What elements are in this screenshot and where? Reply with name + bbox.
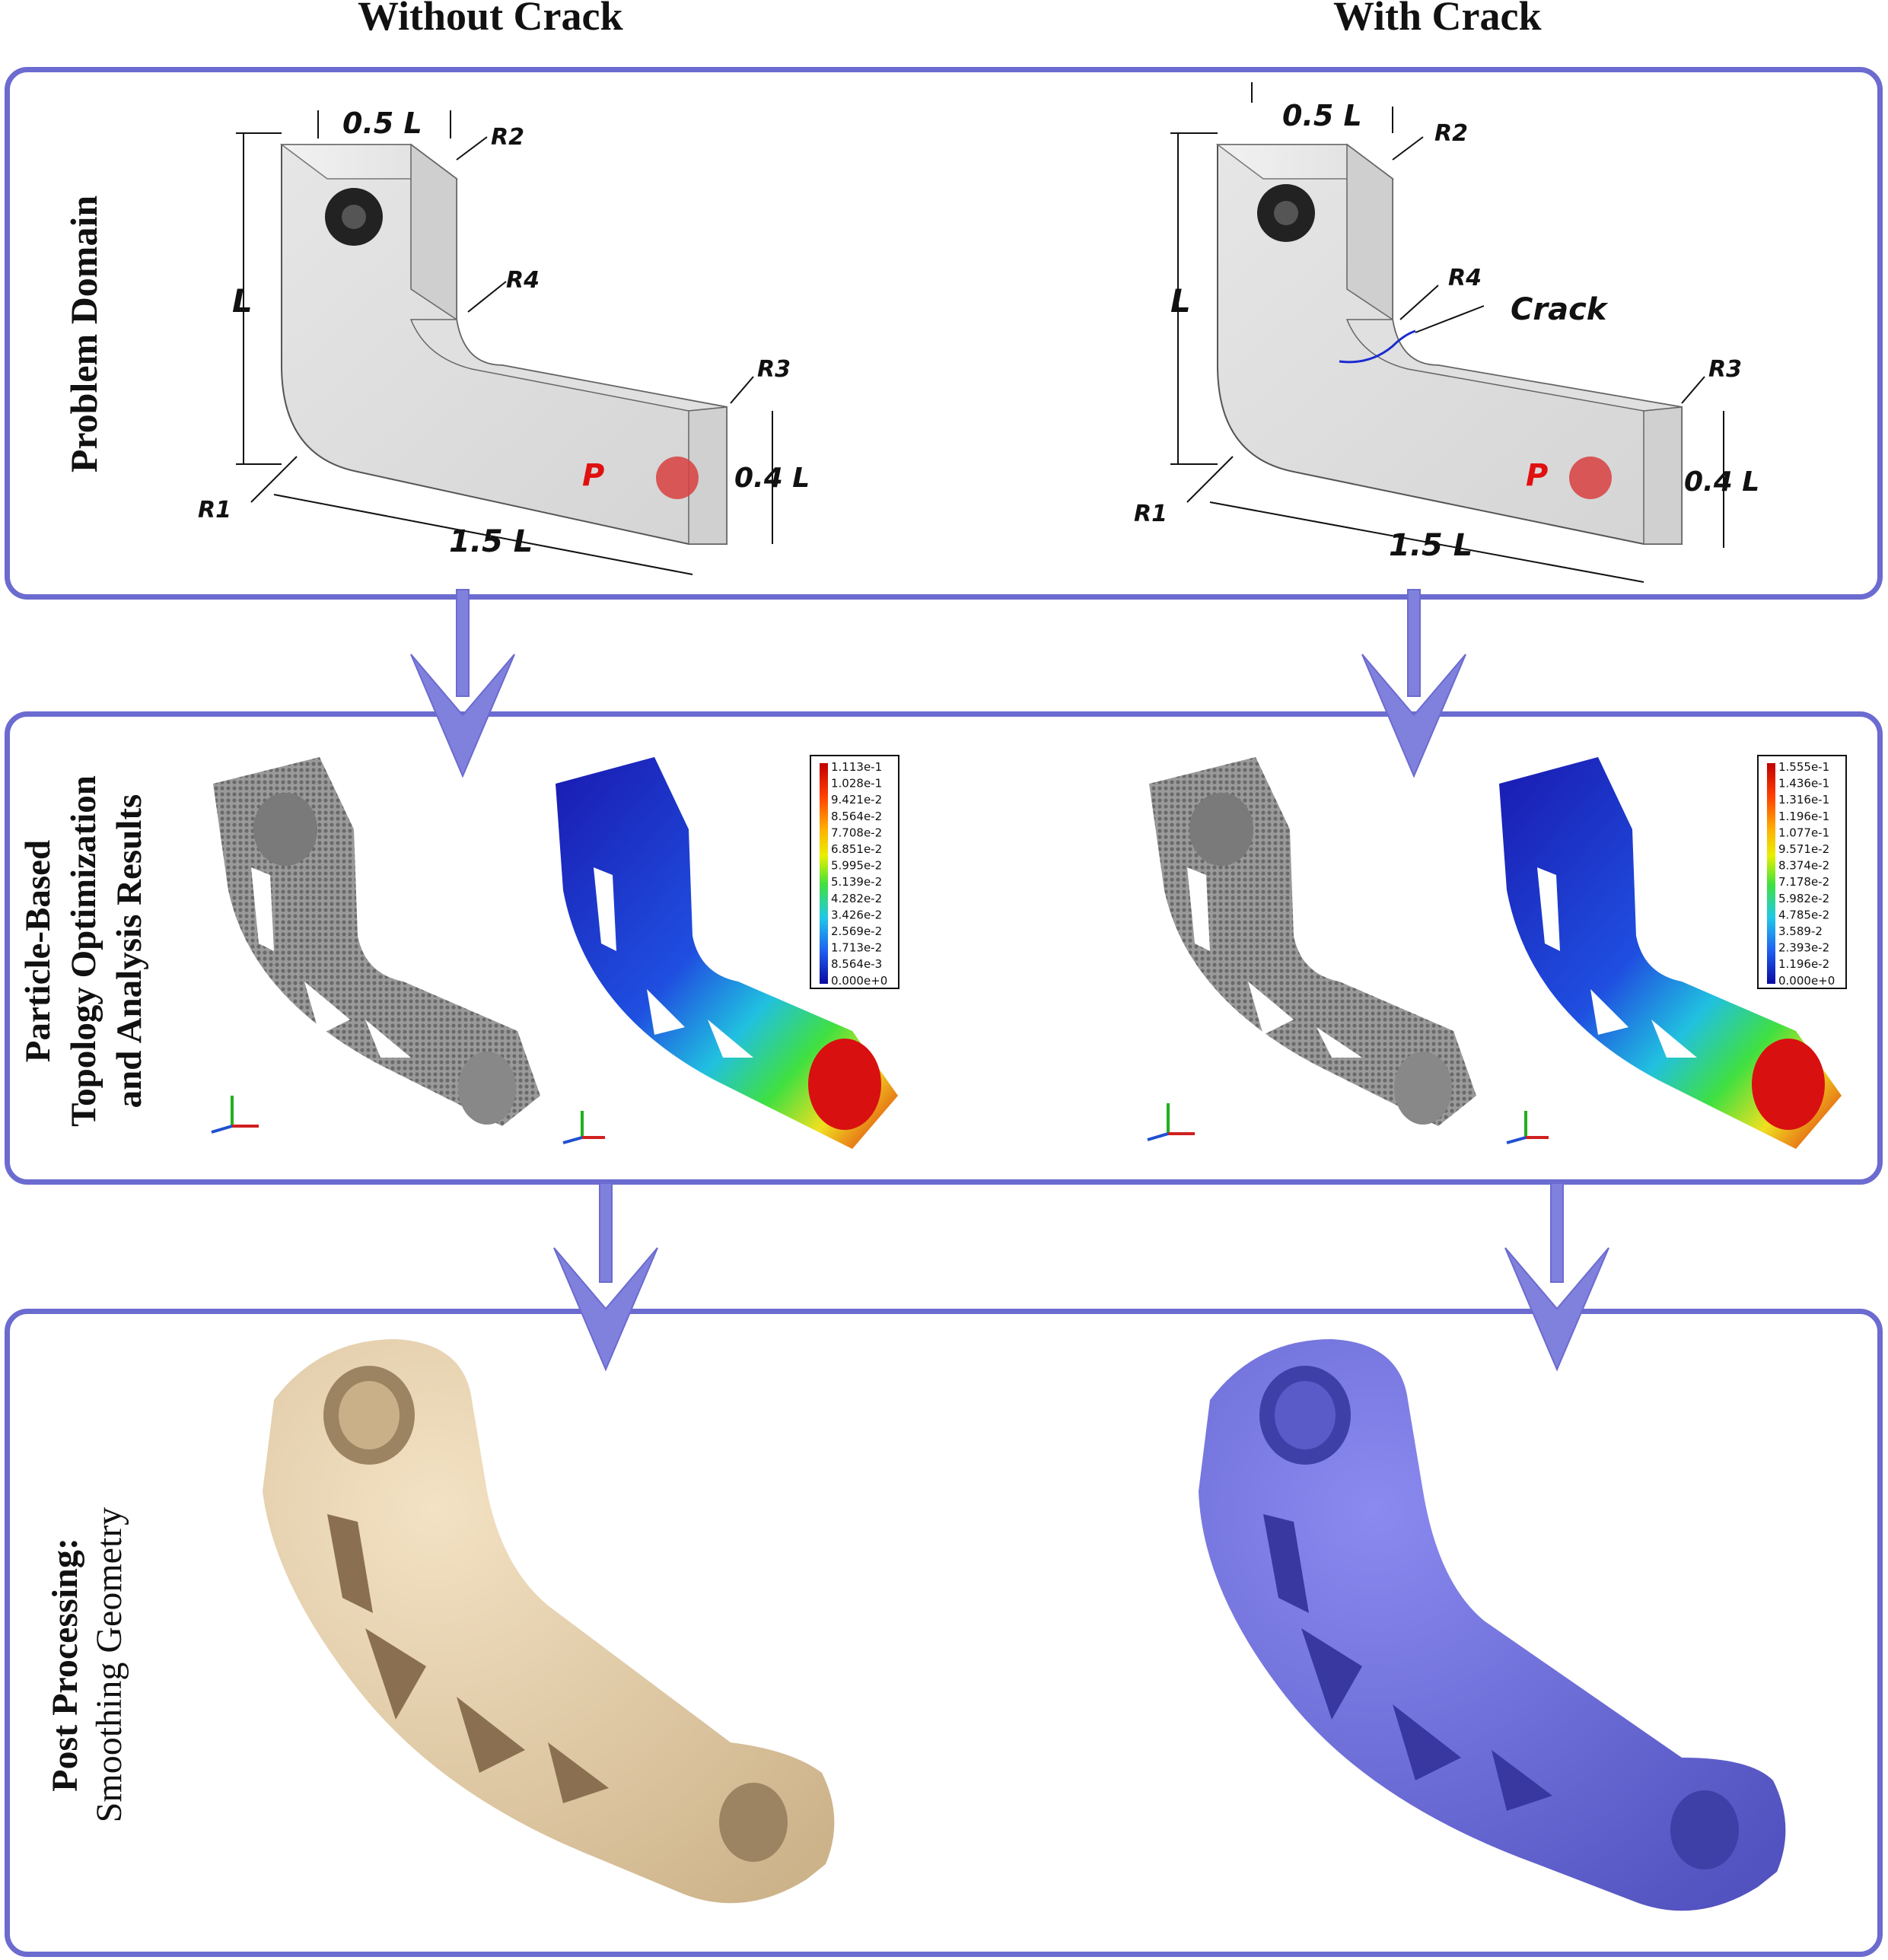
dim-height-left: L (232, 282, 253, 320)
panel-topology-results (5, 711, 1883, 1185)
legend-label: 8.374e-2 (1778, 859, 1829, 873)
particle-model-left (213, 757, 540, 1126)
arrow-right-2 (1504, 1182, 1609, 1372)
dim-r1-right: R1 (1134, 501, 1167, 527)
legend-label: 1.713e-2 (831, 941, 882, 955)
legend-label: 8.564e-2 (831, 810, 882, 823)
legend-label: 2.393e-2 (1778, 941, 1829, 955)
bracket-domain-dimensions-right (1170, 82, 1724, 583)
arrow-right-1 (1361, 589, 1466, 778)
particle-model-right (1149, 757, 1476, 1126)
arrow-left-2 (553, 1182, 658, 1372)
dim-r2-right: R2 (1434, 120, 1468, 147)
legend-label: 5.995e-2 (831, 859, 882, 873)
arrow-left-1 (410, 589, 515, 778)
smoothed-bracket-left (263, 1339, 835, 1904)
dim-height-right: L (1170, 282, 1191, 320)
dim-r3-right: R3 (1708, 356, 1742, 383)
panel-post-processing (5, 1309, 1883, 1957)
dim-r3-left: R3 (757, 356, 791, 383)
load-label-left: P (582, 458, 604, 493)
legend-label: 0.000e+0 (1778, 974, 1835, 988)
load-label-right: P (1526, 458, 1548, 493)
fringe-model-left (556, 757, 898, 1149)
legend-left-labels: 1.113e-1 1.028e-1 9.421e-2 8.564e-2 7.708e-2… (831, 760, 887, 988)
legend-label: 1.316e-1 (1778, 793, 1829, 807)
dim-thickness-right: 0.4 L (1684, 466, 1759, 498)
legend-label: 5.139e-2 (831, 875, 882, 889)
bracket-domain-right (1215, 143, 1683, 545)
panel-problem-domain (5, 67, 1883, 600)
legend-label: 1.113e-1 (831, 760, 882, 774)
axis-triad-icon (211, 1096, 1549, 1144)
legend-label: 1.028e-1 (831, 777, 882, 791)
bracket-domain-dimensions-left (236, 110, 773, 575)
flow-arrows (410, 589, 1609, 1372)
dim-r1-left: R1 (198, 497, 231, 523)
dim-r4-right: R4 (1448, 265, 1482, 291)
legend-right (1757, 755, 1847, 989)
dim-r4-left: R4 (506, 267, 540, 294)
legend-label: 5.982e-2 (1778, 892, 1829, 905)
column-title-with-crack: With Crack (1333, 0, 1542, 39)
legend-label: 9.571e-2 (1778, 842, 1829, 856)
bracket-domain-left (279, 143, 728, 545)
legend-label: 1.077e-1 (1778, 826, 1829, 839)
legend-label: 3.426e-2 (831, 908, 882, 921)
legend-label: 4.785e-2 (1778, 908, 1829, 921)
legend-label: 4.282e-2 (831, 892, 882, 905)
dim-width-top-left: 0.5 L (342, 107, 422, 140)
column-title-without-crack: Without Crack (358, 0, 623, 39)
dim-thickness-left: 0.4 L (734, 463, 810, 494)
crack-line (1339, 329, 1416, 364)
legend-label: 8.564e-3 (831, 957, 882, 971)
legend-label: 2.569e-2 (831, 924, 882, 938)
legend-right-labels: 1.555e-1 1.436e-1 1.316e-1 1.196e-1 1.077e-1… (1778, 760, 1835, 988)
legend-label: 0.000e+0 (831, 974, 887, 988)
crack-label: Crack (1511, 292, 1609, 327)
smoothed-bracket-right (1199, 1339, 1786, 1911)
dim-length-right: 1.5 L (1389, 528, 1473, 563)
legend-label: 6.851e-2 (831, 842, 882, 856)
legend-label: 9.421e-2 (831, 793, 882, 807)
legend-label: 7.708e-2 (831, 826, 882, 839)
legend-label: 3.589-2 (1778, 924, 1823, 938)
dim-width-top-right: 0.5 L (1282, 99, 1362, 132)
legend-left (810, 755, 899, 989)
legend-label: 1.436e-1 (1778, 777, 1829, 791)
dim-r2-left: R2 (491, 124, 524, 151)
fringe-model-right (1499, 757, 1842, 1149)
legend-label: 7.178e-2 (1778, 875, 1829, 889)
legend-label: 1.196e-1 (1778, 810, 1829, 823)
legend-label: 1.555e-1 (1778, 760, 1829, 774)
dim-length-left: 1.5 L (449, 524, 533, 559)
legend-label: 1.196e-2 (1778, 957, 1829, 971)
